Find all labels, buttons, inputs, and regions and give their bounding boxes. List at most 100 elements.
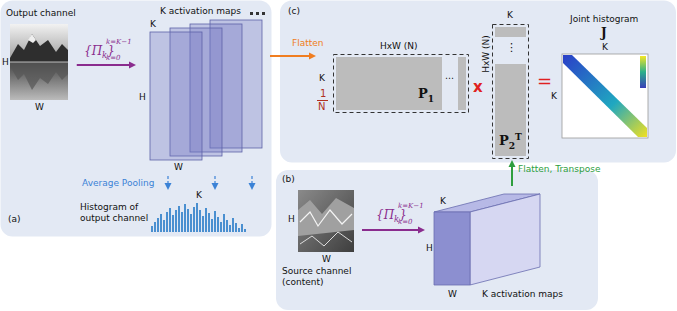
- node-text: K: [440, 196, 446, 207]
- diagram-part: Source channel (content) H W: [280, 186, 362, 292]
- joint-histogram-plot: [563, 55, 647, 137]
- diagram-part: Joint histogramJKK: [548, 14, 660, 140]
- arrow-head: [309, 53, 316, 60]
- source-image: [300, 232, 352, 246]
- node-text: K activation maps: [482, 289, 563, 300]
- node-text: K: [507, 10, 513, 21]
- node-text: H: [288, 214, 295, 225]
- ellipsis-dots: [250, 12, 253, 15]
- edge-label: Flatten, Transpose: [518, 164, 600, 175]
- node-text: P1: [418, 86, 434, 102]
- ellipsis-dots: [256, 12, 259, 15]
- edge-label: {Πk}: [376, 208, 407, 222]
- edge-label: Flatten: [292, 38, 324, 49]
- landscape-image: [10, 24, 68, 100]
- landscape-image: [10, 62, 68, 90]
- node-text: W: [35, 102, 44, 113]
- connector: [270, 53, 316, 60]
- landscape-image: [10, 62, 68, 63]
- activation-slabs: [150, 32, 202, 160]
- node-text: Source channel (content): [282, 266, 360, 288]
- node-text: ⋮: [506, 41, 517, 54]
- panel-ground: [276, 170, 598, 310]
- annotation: N: [318, 101, 325, 113]
- source-image: [298, 190, 354, 252]
- connector: [165, 176, 256, 190]
- connector-line: [511, 166, 513, 186]
- node-text: ⋯: [445, 73, 454, 84]
- node-text: H: [426, 243, 433, 254]
- source-image: [298, 190, 354, 252]
- annotation: =: [537, 70, 552, 92]
- matrix-p2t: [493, 25, 529, 159]
- landscape-image: [10, 24, 68, 62]
- node-text: H: [139, 92, 146, 103]
- landscape-image: [10, 34, 68, 62]
- panel-ground: [1, 1, 272, 237]
- fraction-bar: [317, 100, 328, 101]
- joint-histogram-plot: [562, 54, 648, 138]
- diagram-part: KHxW (N)P2T⋮: [478, 8, 532, 160]
- connector-line: [167, 176, 168, 184]
- node-text: H: [2, 57, 9, 68]
- node-text: W: [174, 162, 183, 173]
- connector: [509, 160, 516, 186]
- annotation: 1: [320, 88, 326, 100]
- node-text: K: [196, 190, 202, 201]
- ellipsis-dots: [262, 12, 265, 15]
- connector-line: [270, 55, 310, 57]
- landscape-image: [10, 62, 68, 100]
- arrow-head: [249, 183, 256, 190]
- node-text: Output channel: [6, 8, 76, 19]
- subscript: k: [394, 214, 399, 224]
- node-text: K: [551, 91, 557, 102]
- connector: [362, 227, 425, 234]
- source-image: [300, 210, 352, 226]
- node-text: P2T: [499, 133, 522, 149]
- activation-cuboid: [470, 194, 540, 285]
- matrix-p1: [334, 55, 469, 113]
- joint-histogram-plot: [562, 54, 648, 138]
- matrix-p1: [458, 57, 466, 110]
- connector-line: [214, 176, 215, 184]
- arrow-head: [129, 62, 136, 69]
- edge-label: Average Pooling: [82, 178, 154, 189]
- node-text: J: [601, 26, 607, 40]
- activation-slabs: [150, 20, 262, 160]
- node-text: W: [448, 289, 457, 300]
- matrix-p2t: [495, 64, 526, 156]
- subscript: k: [102, 50, 107, 60]
- edge-label: {Πk}: [84, 44, 115, 58]
- connector-line: [362, 229, 419, 231]
- node-text: Histogram of output channel: [80, 202, 150, 224]
- diagram-part: Histogram of output channel K: [80, 190, 262, 236]
- diagram-part: HxW (N) K P1 ⋯: [316, 38, 470, 115]
- joint-histogram-plot: [640, 56, 646, 88]
- panel: (a) Output channelH W K activation mapsK H W H…: [0, 0, 272, 237]
- diagram-part: K activation maps K H W: [425, 186, 595, 306]
- activation-cuboid: [434, 212, 470, 285]
- node-text: K activation maps: [160, 6, 241, 17]
- node-text: K: [602, 42, 608, 53]
- landscape-image: [28, 34, 36, 43]
- arrow-head: [212, 183, 219, 190]
- connector-line: [77, 64, 130, 66]
- node-text: (a): [8, 214, 21, 225]
- node-text: HxW (N): [380, 41, 418, 52]
- matrix-p1: [336, 57, 442, 110]
- node-text: Joint histogram: [570, 14, 638, 25]
- matrix-p1: [334, 55, 469, 113]
- matrix-p2t: [495, 27, 526, 37]
- activation-cuboid: [434, 194, 540, 285]
- panel: (b)Source channel (content)HWK activatio…: [276, 170, 598, 310]
- node-text: (b): [282, 174, 295, 185]
- arrow-head: [418, 227, 425, 234]
- histogram-bars: [152, 203, 245, 232]
- node-text: W: [322, 254, 331, 265]
- subscript: 2: [509, 140, 515, 151]
- subscript: 1: [428, 93, 434, 104]
- panel-ground: [280, 1, 676, 163]
- node-text: K: [319, 73, 325, 84]
